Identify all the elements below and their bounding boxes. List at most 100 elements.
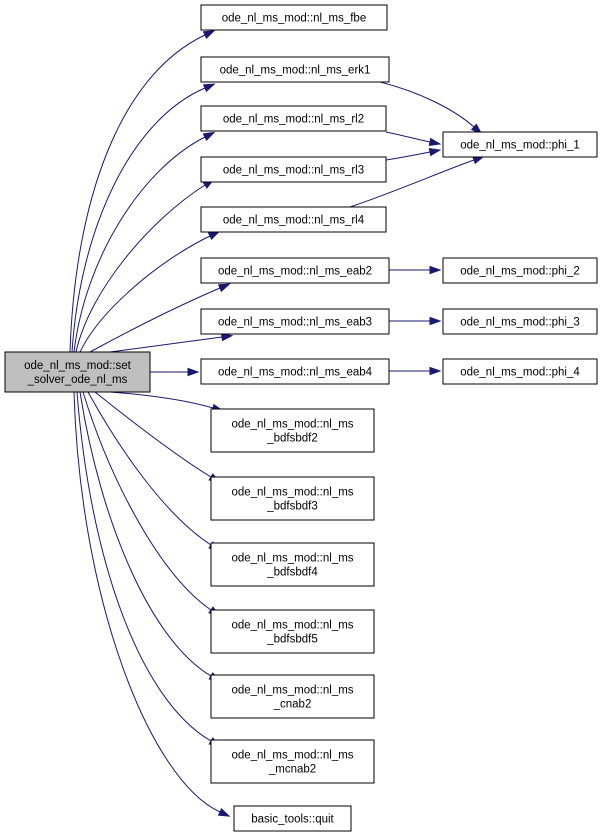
edge-erk1-to-phi1 (379, 81, 483, 135)
edge-root-to-rl4 (79, 231, 221, 353)
edge-root-to-bdf2 (109, 391, 225, 412)
node-box (200, 308, 390, 335)
arrowhead-icon (207, 231, 221, 241)
edge-eab4-to-phi4 (389, 366, 442, 376)
node-eab4[interactable]: ode_nl_ms_mod::nl_ms_eab4 (200, 358, 390, 385)
edge-root-to-bdf4 (87, 391, 221, 552)
node-rl2[interactable]: ode_nl_ms_mod::nl_ms_rl2 (200, 105, 387, 132)
edge-root-to-bdf3 (94, 391, 221, 484)
node-box (200, 206, 387, 233)
node-label: ode_nl_ms_mod::nl_ms_eab4 (218, 367, 373, 379)
node-box (200, 156, 387, 183)
edge-eab3-to-phi3 (389, 316, 442, 326)
node-label: ode_nl_ms_mod::nl_ms (231, 553, 353, 565)
node-box (200, 358, 390, 385)
edge-root-to-mcnab2 (76, 391, 221, 747)
node-eab3[interactable]: ode_nl_ms_mod::nl_ms_eab3 (200, 308, 390, 335)
arrowhead-icon (202, 30, 216, 40)
node-bdf4[interactable]: ode_nl_ms_mod::nl_ms_bdfsbdf4 (210, 542, 375, 587)
node-box (442, 308, 598, 335)
arrowhead-icon (202, 131, 216, 141)
node-label: ode_nl_ms_mod::nl_ms (231, 419, 353, 431)
node-phi2[interactable]: ode_nl_ms_mod::phi_2 (442, 257, 598, 284)
node-label: ode_nl_ms_mod::set (24, 360, 132, 372)
edge-line (109, 336, 223, 353)
edge-root-to-fbe (69, 30, 216, 353)
edge-rl4-to-phi1 (349, 156, 485, 208)
node-label: ode_nl_ms_mod::phi_4 (460, 367, 580, 379)
arrowhead-icon (429, 366, 442, 376)
node-label: ode_nl_ms_mod::nl_ms_erk1 (220, 65, 371, 77)
node-label: ode_nl_ms_mod::nl_ms (231, 487, 353, 499)
node-label: _bdfsbdf2 (266, 433, 318, 445)
node-label: ode_nl_ms_mod::phi_2 (460, 266, 580, 278)
edge-root-to-rl2 (73, 131, 216, 353)
node-box (210, 542, 375, 587)
node-box (442, 131, 598, 158)
node-phi4[interactable]: ode_nl_ms_mod::phi_4 (442, 358, 598, 385)
node-label: ode_nl_ms_mod::nl_ms (231, 685, 353, 697)
edge-line (79, 235, 211, 353)
node-root[interactable]: ode_nl_ms_mod::set_solver_ode_nl_ms (4, 351, 151, 393)
node-rl4[interactable]: ode_nl_ms_mod::nl_ms_rl4 (200, 206, 387, 233)
node-bdf2[interactable]: ode_nl_ms_mod::nl_ms_bdfsbdf2 (210, 408, 375, 453)
arrowhead-icon (429, 265, 442, 275)
edge-root-to-eab4 (150, 367, 200, 377)
edge-rl2-to-phi1 (385, 131, 442, 147)
node-mcnab2[interactable]: ode_nl_ms_mod::nl_ms_mcnab2 (210, 739, 375, 784)
edge-line (71, 87, 206, 353)
node-label: ode_nl_ms_mod::phi_1 (460, 140, 580, 152)
node-bdf3[interactable]: ode_nl_ms_mod::nl_ms_bdfsbdf3 (210, 476, 375, 521)
edge-rl3-to-phi1 (385, 147, 442, 161)
node-box (210, 739, 375, 784)
node-box (210, 476, 375, 521)
edge-line (385, 151, 431, 161)
edge-line (73, 136, 206, 353)
node-label: _bdfsbdf3 (266, 501, 318, 513)
edge-line (76, 391, 212, 742)
node-rl3[interactable]: ode_nl_ms_mod::nl_ms_rl3 (200, 156, 387, 183)
node-label: _mcnab2 (268, 764, 316, 776)
node-box (200, 4, 388, 31)
edge-line (82, 391, 212, 611)
edge-line (75, 184, 206, 353)
node-phi3[interactable]: ode_nl_ms_mod::phi_3 (442, 308, 598, 335)
node-label: ode_nl_ms_mod::nl_ms_eab2 (218, 266, 372, 278)
node-label: _bdfsbdf4 (266, 567, 318, 579)
edge-line (73, 391, 221, 813)
node-layer: ode_nl_ms_mod::set_solver_ode_nl_msode_n… (4, 4, 598, 832)
edge-line (109, 391, 214, 409)
node-phi1[interactable]: ode_nl_ms_mod::phi_1 (442, 131, 598, 158)
node-fbe[interactable]: ode_nl_ms_mod::nl_ms_fbe (200, 4, 388, 31)
node-label: ode_nl_ms_mod::nl_ms_rl3 (223, 165, 364, 177)
arrowhead-icon (429, 316, 442, 326)
node-bdf5[interactable]: ode_nl_ms_mod::nl_ms_bdfsbdf5 (210, 609, 375, 654)
node-label: _solver_ode_nl_ms (27, 374, 128, 386)
edge-eab2-to-phi2 (389, 265, 442, 275)
node-erk1[interactable]: ode_nl_ms_mod::nl_ms_erk1 (200, 56, 390, 83)
node-box (233, 805, 352, 832)
node-label: ode_nl_ms_mod::nl_ms (231, 750, 353, 762)
node-label: _bdfsbdf5 (266, 634, 318, 646)
node-box (210, 674, 375, 719)
edge-line (89, 287, 221, 353)
node-label: basic_tools::quit (251, 814, 334, 826)
edge-line (69, 34, 206, 353)
edge-line (94, 391, 212, 478)
arrowhead-icon (428, 147, 442, 157)
arrowhead-icon (217, 283, 231, 293)
node-eab2[interactable]: ode_nl_ms_mod::nl_ms_eab2 (200, 257, 390, 284)
node-quit[interactable]: basic_tools::quit (233, 805, 352, 832)
node-label: _cnab2 (273, 699, 312, 711)
arrowhead-icon (428, 137, 442, 147)
arrowhead-icon (472, 156, 485, 165)
node-box (442, 358, 598, 385)
edge-line (385, 131, 431, 143)
edge-root-to-erk1 (71, 83, 216, 353)
node-box (4, 351, 151, 393)
node-cnab2[interactable]: ode_nl_ms_mod::nl_ms_cnab2 (210, 674, 375, 719)
arrowhead-icon (217, 807, 231, 817)
edge-line (379, 81, 475, 128)
node-label: ode_nl_ms_mod::nl_ms_rl4 (223, 215, 365, 227)
